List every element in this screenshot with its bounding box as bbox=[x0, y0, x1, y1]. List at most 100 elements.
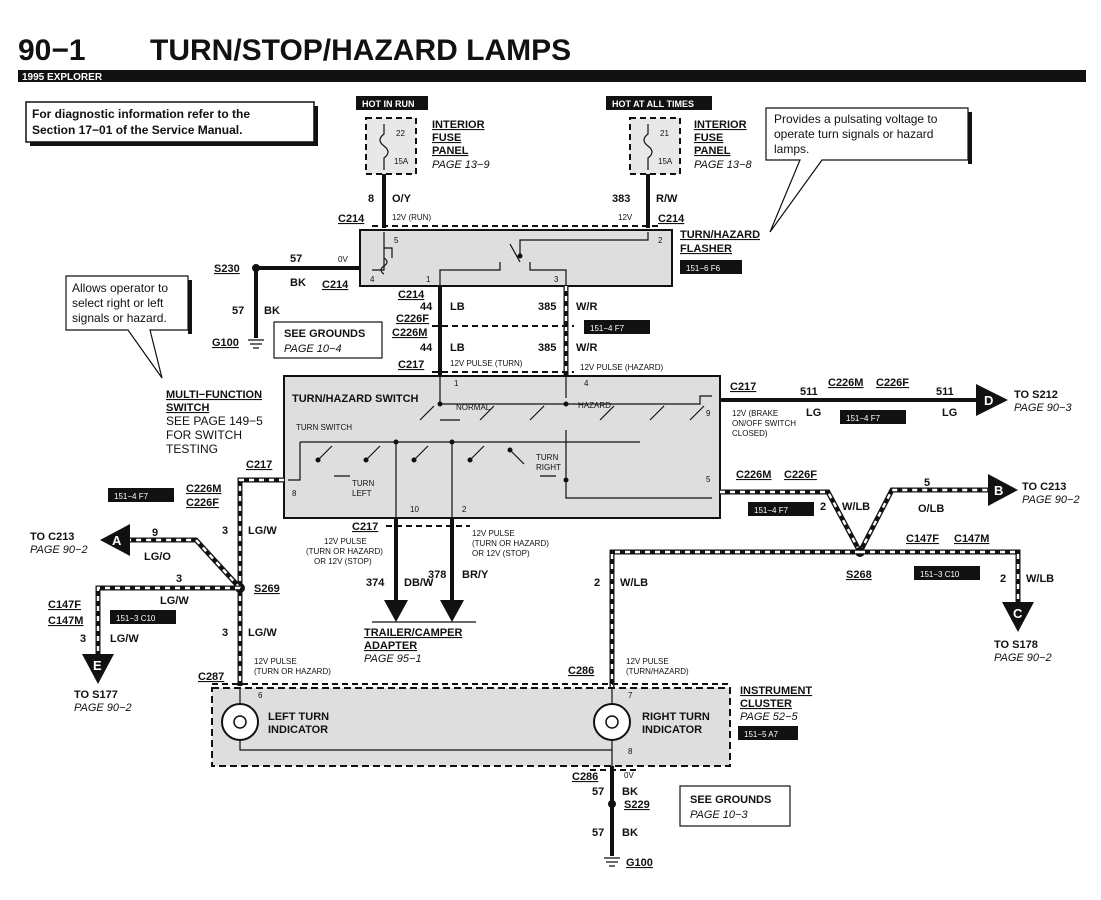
right-panel-name-2: FUSE bbox=[694, 132, 723, 144]
destination-c-to: TO S178 bbox=[994, 639, 1038, 651]
connector-c286-top: C286 bbox=[568, 665, 594, 677]
wire-8-number: 8 bbox=[368, 193, 374, 205]
switch-note-line-3: signals or hazard. bbox=[72, 311, 167, 325]
wire-383-color: R/W bbox=[656, 193, 678, 205]
wire-383-number: 383 bbox=[612, 193, 630, 205]
destination-d-letter: D bbox=[984, 393, 993, 408]
wire-385-color-a: W/R bbox=[576, 301, 597, 313]
wire-2-color-c: W/LB bbox=[1026, 573, 1054, 585]
flasher-pin-1: 1 bbox=[426, 275, 431, 284]
ref-151-4-f7-left: 151−4 F7 bbox=[114, 492, 149, 501]
switch-hazard: HAZARD bbox=[578, 401, 611, 410]
pulse-b-3: OR 12V (STOP) bbox=[472, 549, 530, 558]
destination-b-arrow: B bbox=[988, 474, 1018, 506]
flasher-note: Provides a pulsating voltage to operate … bbox=[765, 107, 972, 233]
switch-pin-5: 5 bbox=[706, 475, 711, 484]
switch-turn-right-2: RIGHT bbox=[536, 463, 561, 472]
ref-box-151-4-f7-a bbox=[584, 320, 650, 334]
wire-3-color-bottom: LG/W bbox=[248, 627, 277, 639]
wire-57-number-b2: 57 bbox=[592, 827, 604, 839]
destination-a-to: TO C213 bbox=[30, 531, 74, 543]
see-grounds-top-page: PAGE 10−4 bbox=[284, 343, 342, 355]
flasher-ref: 151−6 F6 bbox=[686, 264, 721, 273]
flasher-note-line-1: Provides a pulsating voltage to bbox=[774, 112, 938, 126]
connector-c147f-left: C147F bbox=[48, 599, 81, 611]
volt-12v-label: 12V bbox=[618, 213, 633, 222]
wire-44-number-a: 44 bbox=[420, 301, 433, 313]
destination-e-arrow: E bbox=[82, 654, 114, 684]
connector-c217-right: C217 bbox=[730, 381, 756, 393]
wire-9-number: 9 bbox=[152, 527, 158, 539]
flasher-name-1: TURN/HAZARD bbox=[680, 229, 760, 241]
pulse-b-2: (TURN OR HAZARD) bbox=[472, 539, 549, 548]
destination-b-page: PAGE 90−2 bbox=[1022, 494, 1080, 506]
page-number: 90−1 bbox=[18, 34, 86, 67]
see-grounds-bottom-label: SEE GROUNDS bbox=[690, 794, 771, 806]
destination-b-to: TO C213 bbox=[1022, 481, 1066, 493]
right-panel-page: PAGE 13−8 bbox=[694, 159, 752, 171]
destination-d-page: PAGE 90−3 bbox=[1014, 402, 1072, 414]
ground-g100-top-icon bbox=[248, 339, 264, 349]
connector-c226f-mid: C226F bbox=[396, 313, 429, 325]
mf-switch-testing-2: TESTING bbox=[166, 442, 218, 456]
wire-374-color: DB/W bbox=[404, 577, 434, 589]
right-panel-name-1: INTERIOR bbox=[694, 119, 747, 131]
ref-box-151-4-f7-c bbox=[748, 502, 814, 516]
wire-2-color-right: W/LB bbox=[842, 501, 870, 513]
cluster-pin-6: 6 bbox=[258, 691, 263, 700]
flasher-pin-3: 3 bbox=[554, 275, 559, 284]
connector-c214-top-right: C214 bbox=[658, 213, 685, 225]
wire-57-color-top: BK bbox=[290, 277, 306, 289]
header-rule bbox=[18, 70, 1086, 82]
wire-44-color-a: LB bbox=[450, 301, 465, 313]
connector-c226f-right2: C226F bbox=[784, 469, 817, 481]
wire-511-color-b: LG bbox=[942, 407, 957, 419]
pulse-d-1: 12V PULSE bbox=[626, 657, 669, 666]
wire-378-number: 378 bbox=[428, 569, 446, 581]
wire-57-color-b2: BK bbox=[622, 827, 638, 839]
left-indicator-2: INDICATOR bbox=[268, 724, 328, 736]
wire-57-number-left: 57 bbox=[232, 305, 244, 317]
mf-switch-testing-1: FOR SWITCH bbox=[166, 428, 242, 442]
pulse-b-1: 12V PULSE bbox=[472, 529, 515, 538]
wire-385-number-a: 385 bbox=[538, 301, 556, 313]
ref-box-151-3-c10-right bbox=[914, 566, 980, 580]
see-grounds-bottom: SEE GROUNDS PAGE 10−3 bbox=[679, 785, 791, 827]
ref-box-151-5-a7 bbox=[738, 726, 798, 740]
see-grounds-top-label: SEE GROUNDS bbox=[284, 328, 365, 340]
hot-at-all-times-badge: HOT AT ALL TIMES bbox=[612, 99, 694, 109]
wire-9-color: LG/O bbox=[144, 551, 171, 563]
wire-5-color: O/LB bbox=[918, 503, 944, 515]
connector-c217-left: C217 bbox=[246, 459, 272, 471]
switch-pin-1: 1 bbox=[454, 379, 459, 388]
wire-511-number-b: 511 bbox=[936, 386, 954, 398]
mf-switch-name-2: SWITCH bbox=[166, 402, 209, 414]
switch-pin-8: 8 bbox=[292, 489, 297, 498]
connector-c287: C287 bbox=[198, 671, 224, 683]
cluster-pin-8: 8 bbox=[628, 747, 633, 756]
diagnostic-line-1: For diagnostic information refer to the bbox=[32, 107, 250, 121]
wire-3-number-e-b: 3 bbox=[80, 633, 86, 645]
ref-151-4-f7-a: 151−4 F7 bbox=[590, 324, 625, 333]
brake-label-2: ON/OFF SWITCH bbox=[732, 419, 796, 428]
ref-box-151-4-f7-left bbox=[108, 488, 174, 502]
connector-c214-mid: C214 bbox=[398, 289, 425, 301]
switch-note-line-2: select right or left bbox=[72, 296, 164, 310]
brake-label-3: CLOSED) bbox=[732, 429, 768, 438]
splice-s269-label: S269 bbox=[254, 583, 280, 595]
wire-2-number-c: 2 bbox=[1000, 573, 1006, 585]
pulse-a-2: (TURN OR HAZARD) bbox=[306, 547, 383, 556]
cluster-pin-7: 7 bbox=[628, 691, 633, 700]
flasher-note-line-3: lamps. bbox=[774, 142, 809, 156]
connector-c147m-left: C147M bbox=[48, 615, 83, 627]
diagnostic-note: For diagnostic information refer to the … bbox=[25, 101, 318, 146]
cluster-name-2: CLUSTER bbox=[740, 698, 792, 710]
left-panel-name-2: FUSE bbox=[432, 132, 461, 144]
wire-8-color: O/Y bbox=[392, 193, 412, 205]
volt-0v-flasher: 0V bbox=[338, 255, 348, 264]
wire-44-number-b: 44 bbox=[420, 342, 433, 354]
turn-hazard-flasher: 5 2 4 1 3 bbox=[359, 229, 673, 287]
wire-57-number-b1: 57 bbox=[592, 786, 604, 798]
pulse-d-2: (TURN/HAZARD) bbox=[626, 667, 689, 676]
